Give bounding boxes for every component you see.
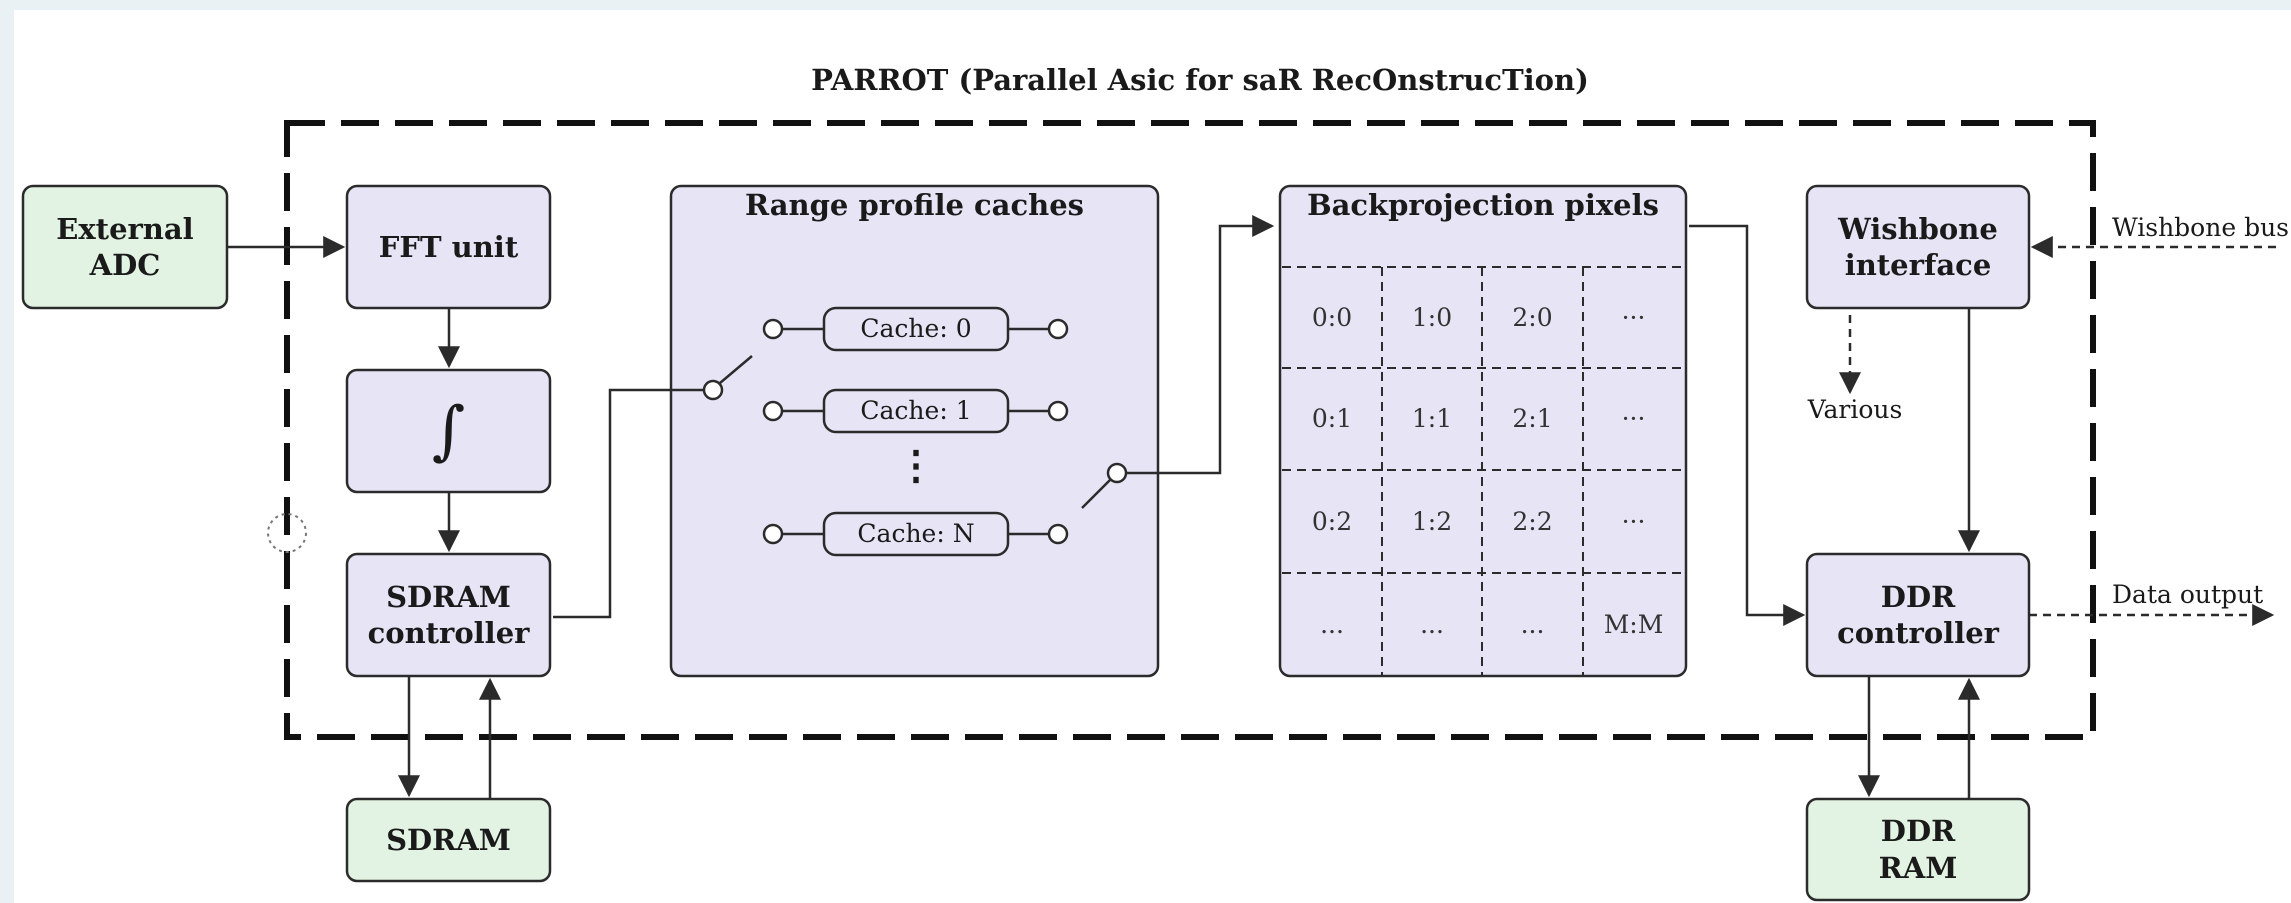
pixel-cell: 0:1: [1311, 404, 1353, 434]
boundary-marker: [267, 513, 307, 553]
fft-unit-label: FFT unit: [378, 229, 519, 264]
wishbone-interface-box: [1805, 184, 2031, 310]
cache-ellipsis: ⋮: [896, 442, 936, 489]
pixel-cell: 2:0: [1512, 302, 1553, 332]
various-label: Various: [1807, 395, 1903, 425]
cache-1-label: Cache: 1: [860, 396, 972, 426]
pixel-grid-lines: [1282, 266, 1684, 676]
asic-boundary: [284, 120, 2096, 740]
dashed-signal-arrows: [1839, 236, 2276, 626]
pixel-cell: 1:0: [1411, 302, 1453, 332]
pixel-cell: 2:1: [1512, 404, 1553, 434]
pixel-cell: 0:2: [1311, 506, 1353, 536]
pixel-cell: ...: [1320, 609, 1344, 639]
external-adc-label: External ADC: [56, 211, 194, 282]
pixel-cell: M:M: [1603, 609, 1664, 639]
sdram-controller-label: SDRAM controller: [367, 579, 530, 650]
range-profile-title: Range profile caches: [745, 187, 1084, 222]
sdram-box: [345, 797, 552, 883]
ddr-ram-label: DDR RAM: [1878, 814, 1958, 885]
pixel-cell: ···: [1621, 506, 1646, 536]
ddr-ram-box: [1805, 797, 2031, 902]
pixel-cell: 2:2: [1512, 506, 1553, 536]
cache-n-label: Cache: N: [857, 519, 975, 549]
sdram-label: SDRAM: [386, 822, 511, 857]
pixel-cell: 1:1: [1411, 404, 1453, 434]
pixel-cell: ...: [1520, 609, 1545, 639]
pixel-cell: 0:0: [1311, 302, 1353, 332]
diagram-title: PARROT (Parallel Asic for saR RecOnstruc…: [811, 62, 1589, 97]
pixel-cell: ···: [1621, 404, 1646, 434]
pixel-cell: 1:2: [1411, 506, 1453, 536]
cache-pills: [822, 306, 1010, 557]
cache-leads: [783, 327, 1048, 536]
cache-terminals: [762, 318, 1069, 545]
integrator-label: ∫: [431, 394, 466, 468]
wishbone-bus-label: Wishbone bus: [2112, 213, 2290, 243]
ddr-controller-label: DDR controller: [1837, 579, 1999, 650]
pixel-cell: ···: [1621, 302, 1646, 332]
cache-0-label: Cache: 0: [860, 314, 972, 344]
input-switch: [553, 355, 753, 619]
sdram-controller-box: [345, 552, 552, 678]
pixel-cell: ...: [1420, 609, 1444, 639]
output-switch: [1081, 215, 1275, 509]
data-output-label: Data output: [2112, 580, 2264, 610]
backprojection-title: Backprojection pixels: [1307, 187, 1659, 222]
connection-arrows: [227, 224, 1980, 799]
wishbone-interface-label: Wishbone interface: [1838, 211, 1998, 282]
